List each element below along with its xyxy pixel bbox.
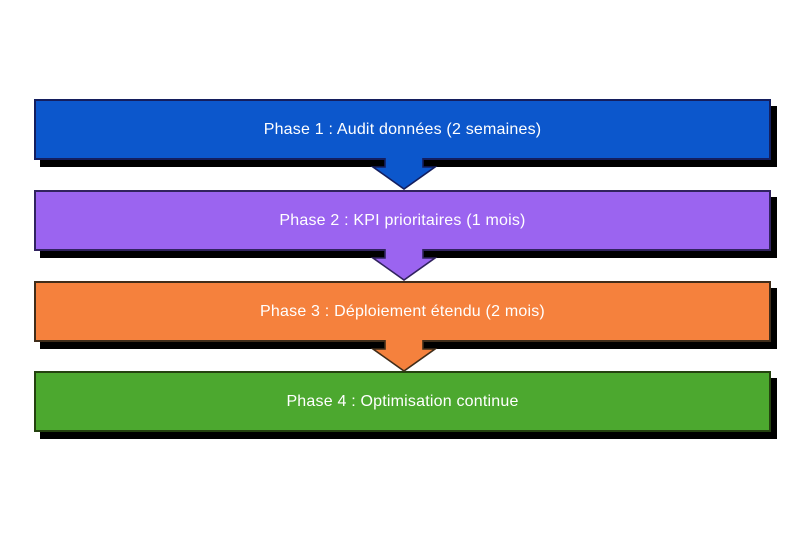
phase-bar-3: Phase 3 : Déploiement étendu (2 mois) — [34, 281, 771, 342]
phase-label-1: Phase 1 : Audit données (2 semaines) — [263, 120, 542, 138]
phase-bar-1: Phase 1 : Audit données (2 semaines) — [34, 99, 771, 160]
down-arrow-icon-2 — [370, 249, 438, 281]
down-arrow-icon-1 — [370, 158, 438, 190]
phase-label-2: Phase 2 : KPI prioritaires (1 mois) — [279, 211, 526, 229]
phase-bar-4: Phase 4 : Optimisation continue — [34, 371, 771, 432]
down-arrow-icon-3 — [370, 340, 438, 372]
phase-label-4: Phase 4 : Optimisation continue — [286, 392, 519, 410]
phase-bar-2: Phase 2 : KPI prioritaires (1 mois) — [34, 190, 771, 251]
phase-label-3: Phase 3 : Déploiement étendu (2 mois) — [260, 302, 545, 320]
